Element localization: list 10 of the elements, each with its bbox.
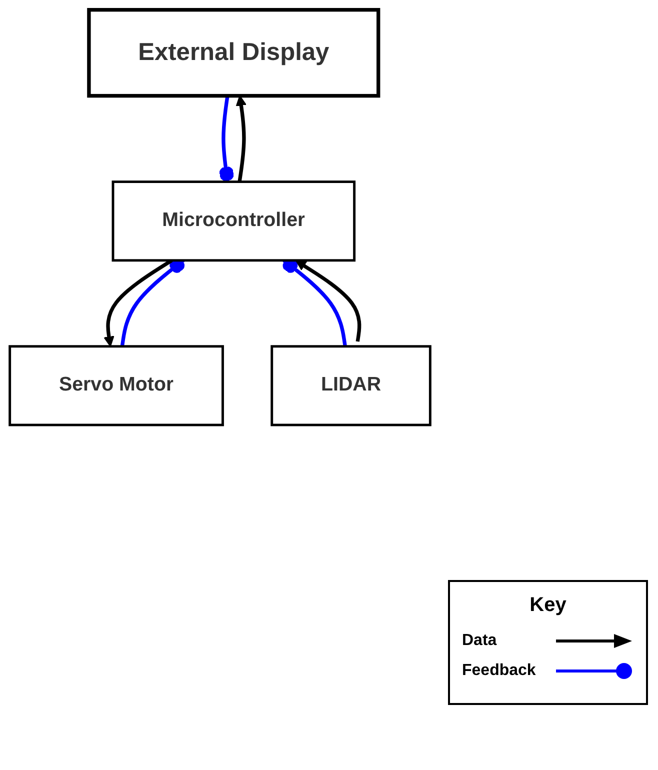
node-box: Microcontroller	[112, 180, 356, 262]
legend-label: Data	[462, 632, 497, 650]
connector	[296, 260, 362, 342]
node-box: LIDAR	[270, 345, 432, 426]
connector	[236, 95, 247, 182]
node-box: Servo Motor	[8, 345, 224, 426]
legend-title: Key	[528, 594, 568, 617]
legend-label: Feedback	[462, 662, 536, 680]
connector	[219, 96, 234, 182]
node-box: External Display	[87, 8, 380, 98]
